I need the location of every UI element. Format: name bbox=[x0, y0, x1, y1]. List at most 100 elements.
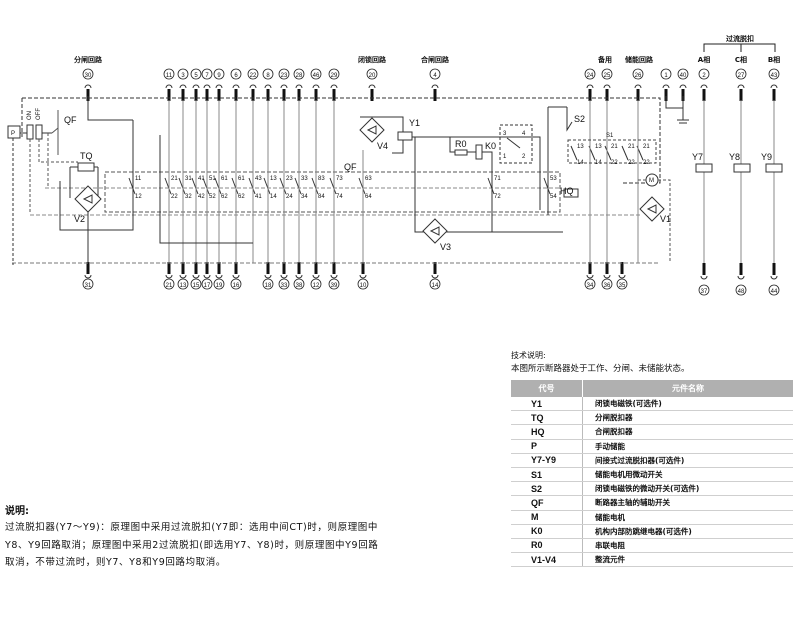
terminal-pin bbox=[772, 263, 776, 275]
terminal-pin bbox=[681, 89, 685, 101]
contact-pin-top: 23 bbox=[286, 176, 293, 182]
contact-blade bbox=[358, 177, 366, 195]
terminal-number: 22 bbox=[250, 73, 257, 79]
terminal-pin bbox=[739, 263, 743, 275]
terminal-number: 25 bbox=[604, 73, 611, 79]
terminal-top: 7 bbox=[201, 68, 213, 101]
explanation-note: 说明: 过流脱扣器(Y7～Y9)：原理图中采用过流脱扣(Y7即：选用中间CT)时… bbox=[5, 505, 465, 572]
terminal-number: 31 bbox=[85, 283, 92, 289]
terminal-number: 14 bbox=[432, 283, 439, 289]
terminal-socket bbox=[280, 84, 288, 89]
contact-blade bbox=[202, 177, 210, 195]
terminal-circle bbox=[310, 278, 322, 290]
terminal-number: 30 bbox=[85, 73, 92, 79]
tq-coil bbox=[77, 162, 95, 172]
terminal-bottom: 15 bbox=[190, 262, 202, 290]
contact-pin-top: 61 bbox=[238, 176, 245, 182]
s1-switch-box bbox=[567, 139, 657, 164]
terminal-number: 13 bbox=[180, 283, 187, 289]
terminal-pin bbox=[433, 262, 437, 274]
off-label: OFF bbox=[36, 108, 42, 120]
terminal-pin bbox=[266, 262, 270, 274]
contact-pin-bottom: 14 bbox=[270, 194, 277, 200]
component-code: R0 bbox=[511, 538, 583, 554]
explanation-line: 取消，不带过流时，则Y7、Y8和Y9回路均取消。 bbox=[5, 557, 226, 568]
terminal-pin bbox=[297, 262, 301, 274]
terminal-socket bbox=[586, 84, 594, 89]
terminal-pin bbox=[702, 263, 706, 275]
k0-pin: 2 bbox=[522, 154, 526, 160]
terminal-number: 44 bbox=[771, 289, 778, 295]
terminal-top: 43 bbox=[768, 68, 780, 101]
contact-blade bbox=[604, 145, 612, 161]
terminal-pin bbox=[282, 89, 286, 101]
contact-pin-top: 21 bbox=[171, 176, 178, 182]
contact-pin-bottom: 42 bbox=[198, 194, 205, 200]
terminal-top: 2 bbox=[698, 68, 710, 101]
terminal-number: 15 bbox=[193, 283, 200, 289]
terminal-pin bbox=[217, 262, 221, 274]
terminal-circle bbox=[82, 278, 94, 290]
terminal-socket bbox=[179, 84, 187, 89]
terminal-pin bbox=[314, 89, 318, 101]
terminal-circle bbox=[190, 68, 202, 80]
terminal-number: 10 bbox=[360, 283, 367, 289]
terminal-circle bbox=[677, 68, 689, 80]
y8-release bbox=[733, 163, 751, 173]
label-overcurrent-release: 过流脱扣 bbox=[726, 34, 754, 43]
terminal-pin bbox=[167, 262, 171, 274]
terminal-number: 19 bbox=[216, 283, 223, 289]
terminal-circle bbox=[584, 278, 596, 290]
hq-label: HQ bbox=[560, 186, 574, 196]
terminal-socket bbox=[431, 274, 439, 279]
component-name: 手动储能 bbox=[582, 439, 793, 454]
terminal-bottom: 37 bbox=[698, 263, 710, 296]
terminal-bottom: 34 bbox=[584, 262, 596, 290]
header-code: 代号 bbox=[511, 380, 583, 397]
terminal-socket bbox=[249, 84, 257, 89]
terminal-circle bbox=[163, 278, 175, 290]
terminal-pin bbox=[167, 89, 171, 101]
hq-coil bbox=[563, 188, 579, 198]
v4-rectifier bbox=[359, 117, 385, 143]
terminal-circle bbox=[177, 278, 189, 290]
terminal-socket bbox=[264, 84, 272, 89]
trip-top-wire bbox=[87, 96, 133, 121]
contact-pin-bottom: 34 bbox=[301, 194, 308, 200]
terminal-number: 28 bbox=[296, 73, 303, 79]
label-charge-circuit: 储能回路 bbox=[624, 55, 654, 64]
terminal-circle bbox=[82, 68, 94, 80]
component-name: 断路器主轴的辅助开关 bbox=[582, 495, 793, 511]
terminal-number: 29 bbox=[331, 73, 338, 79]
k0-contact-box bbox=[499, 124, 533, 164]
terminal-circle bbox=[328, 68, 340, 80]
terminal-pin bbox=[772, 89, 776, 101]
overcurrent-bracket bbox=[703, 43, 776, 52]
terminal-circle bbox=[660, 68, 672, 80]
v4-wires bbox=[360, 116, 404, 154]
component-name: 闭锁电磁铁的微动开关(可选件) bbox=[582, 481, 793, 497]
terminal-circle bbox=[163, 68, 175, 80]
terminal-bottom: 14 bbox=[429, 262, 441, 290]
terminal-socket bbox=[679, 84, 687, 89]
terminal-bottom: 17 bbox=[201, 262, 213, 290]
component-code: TQ bbox=[511, 410, 583, 426]
terminal-socket bbox=[603, 84, 611, 89]
contact-pin-bottom: 41 bbox=[255, 194, 262, 200]
terminal-circle bbox=[262, 278, 274, 290]
terminal-bottom: 38 bbox=[293, 262, 305, 290]
terminal-number: 37 bbox=[701, 289, 708, 295]
terminal-socket bbox=[215, 84, 223, 89]
component-code: P bbox=[511, 439, 583, 454]
terminal-circle bbox=[201, 68, 213, 80]
component-code: V1-V4 bbox=[511, 552, 583, 568]
